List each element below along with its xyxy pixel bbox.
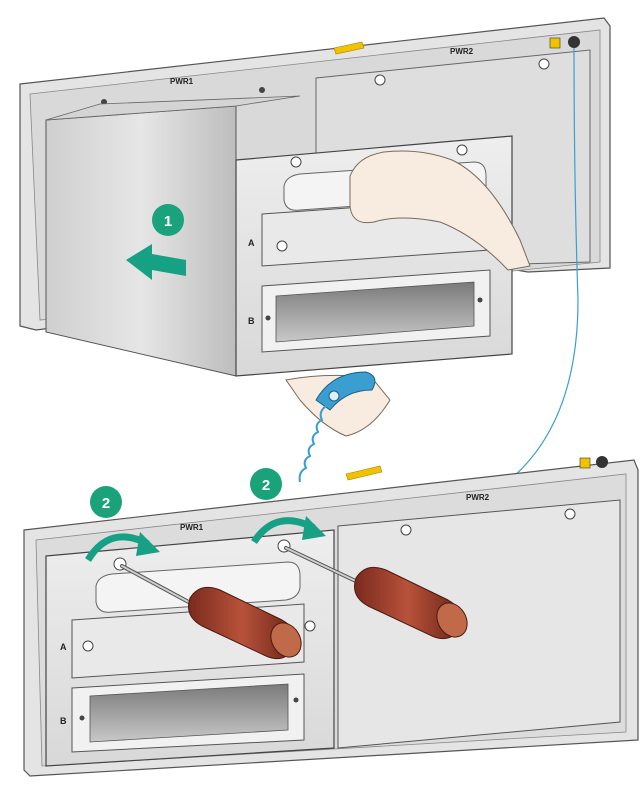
top-slot-b-label: B bbox=[248, 316, 255, 326]
top-pwr2-screw-right bbox=[538, 58, 550, 70]
bottom-warning-label bbox=[345, 465, 383, 481]
top-esd-warning-icon bbox=[549, 37, 561, 49]
bottom-slot-a-screw bbox=[82, 640, 94, 652]
top-esd-jack bbox=[568, 36, 580, 48]
step-2-number-left: 2 bbox=[102, 495, 110, 512]
bottom-slot-a-label: A bbox=[60, 642, 67, 652]
screwdriver-2-handle-end bbox=[436, 602, 468, 638]
step-2-badge-left bbox=[90, 486, 122, 518]
top-slot-a-screw bbox=[276, 240, 288, 252]
bottom-slot-b-label: B bbox=[60, 716, 67, 726]
top-module-top bbox=[45, 95, 301, 121]
bottom-slot-b-opening bbox=[89, 683, 289, 743]
bottom-pwr2-screw-left bbox=[400, 524, 412, 536]
esd-ground-wire bbox=[511, 47, 579, 479]
step-2-number-right: 2 bbox=[262, 477, 270, 494]
top-slot-b-opening bbox=[275, 281, 475, 343]
top-warning-label bbox=[333, 41, 365, 55]
bottom-esd-warning-icon bbox=[579, 457, 591, 469]
bottom-pwr2-screw-right bbox=[564, 508, 576, 520]
top-slot-a-label: A bbox=[248, 238, 255, 248]
bottom-slot-b-hole-right bbox=[293, 697, 299, 703]
top-slot-b-hole-right bbox=[477, 297, 483, 303]
top-pwr2-screw-left bbox=[374, 74, 386, 86]
bottom-pwr1-label: PWR1 bbox=[180, 523, 204, 532]
step-1-badge bbox=[152, 204, 184, 236]
esd-strap-snap bbox=[328, 390, 340, 402]
top-module-side bbox=[45, 105, 237, 377]
step-1-number: 1 bbox=[164, 213, 172, 230]
bottom-esd-jack bbox=[596, 456, 608, 468]
bottom-module-handle bbox=[95, 561, 301, 613]
bottom-pwr2-label: PWR2 bbox=[466, 493, 490, 502]
screwdriver-1-handle-end bbox=[270, 622, 302, 658]
bottom-slot-a-screw-right bbox=[304, 620, 316, 632]
insert-direction-arrow-icon bbox=[126, 244, 186, 280]
top-chassis: PWR2 PWR1 A B 1 bbox=[19, 17, 611, 483]
esd-coiled-cord bbox=[298, 405, 327, 483]
step-2-badge-right bbox=[250, 468, 282, 500]
top-slot-b-hole bbox=[265, 315, 271, 321]
top-pwr2-label: PWR2 bbox=[450, 47, 474, 56]
esd-wrist-strap-icon bbox=[315, 371, 376, 411]
bottom-pwr2-bay bbox=[337, 499, 621, 749]
bottom-chassis: PWR1 PWR2 A B bbox=[23, 456, 639, 777]
hand-pushing-icon bbox=[349, 150, 531, 271]
top-pwr1-label: PWR1 bbox=[170, 77, 194, 86]
bottom-slot-b-hole bbox=[79, 715, 85, 721]
top-chassis-hole-mid bbox=[259, 87, 265, 93]
top-panel-screw-right bbox=[456, 144, 468, 156]
top-panel-screw-left bbox=[290, 156, 302, 168]
